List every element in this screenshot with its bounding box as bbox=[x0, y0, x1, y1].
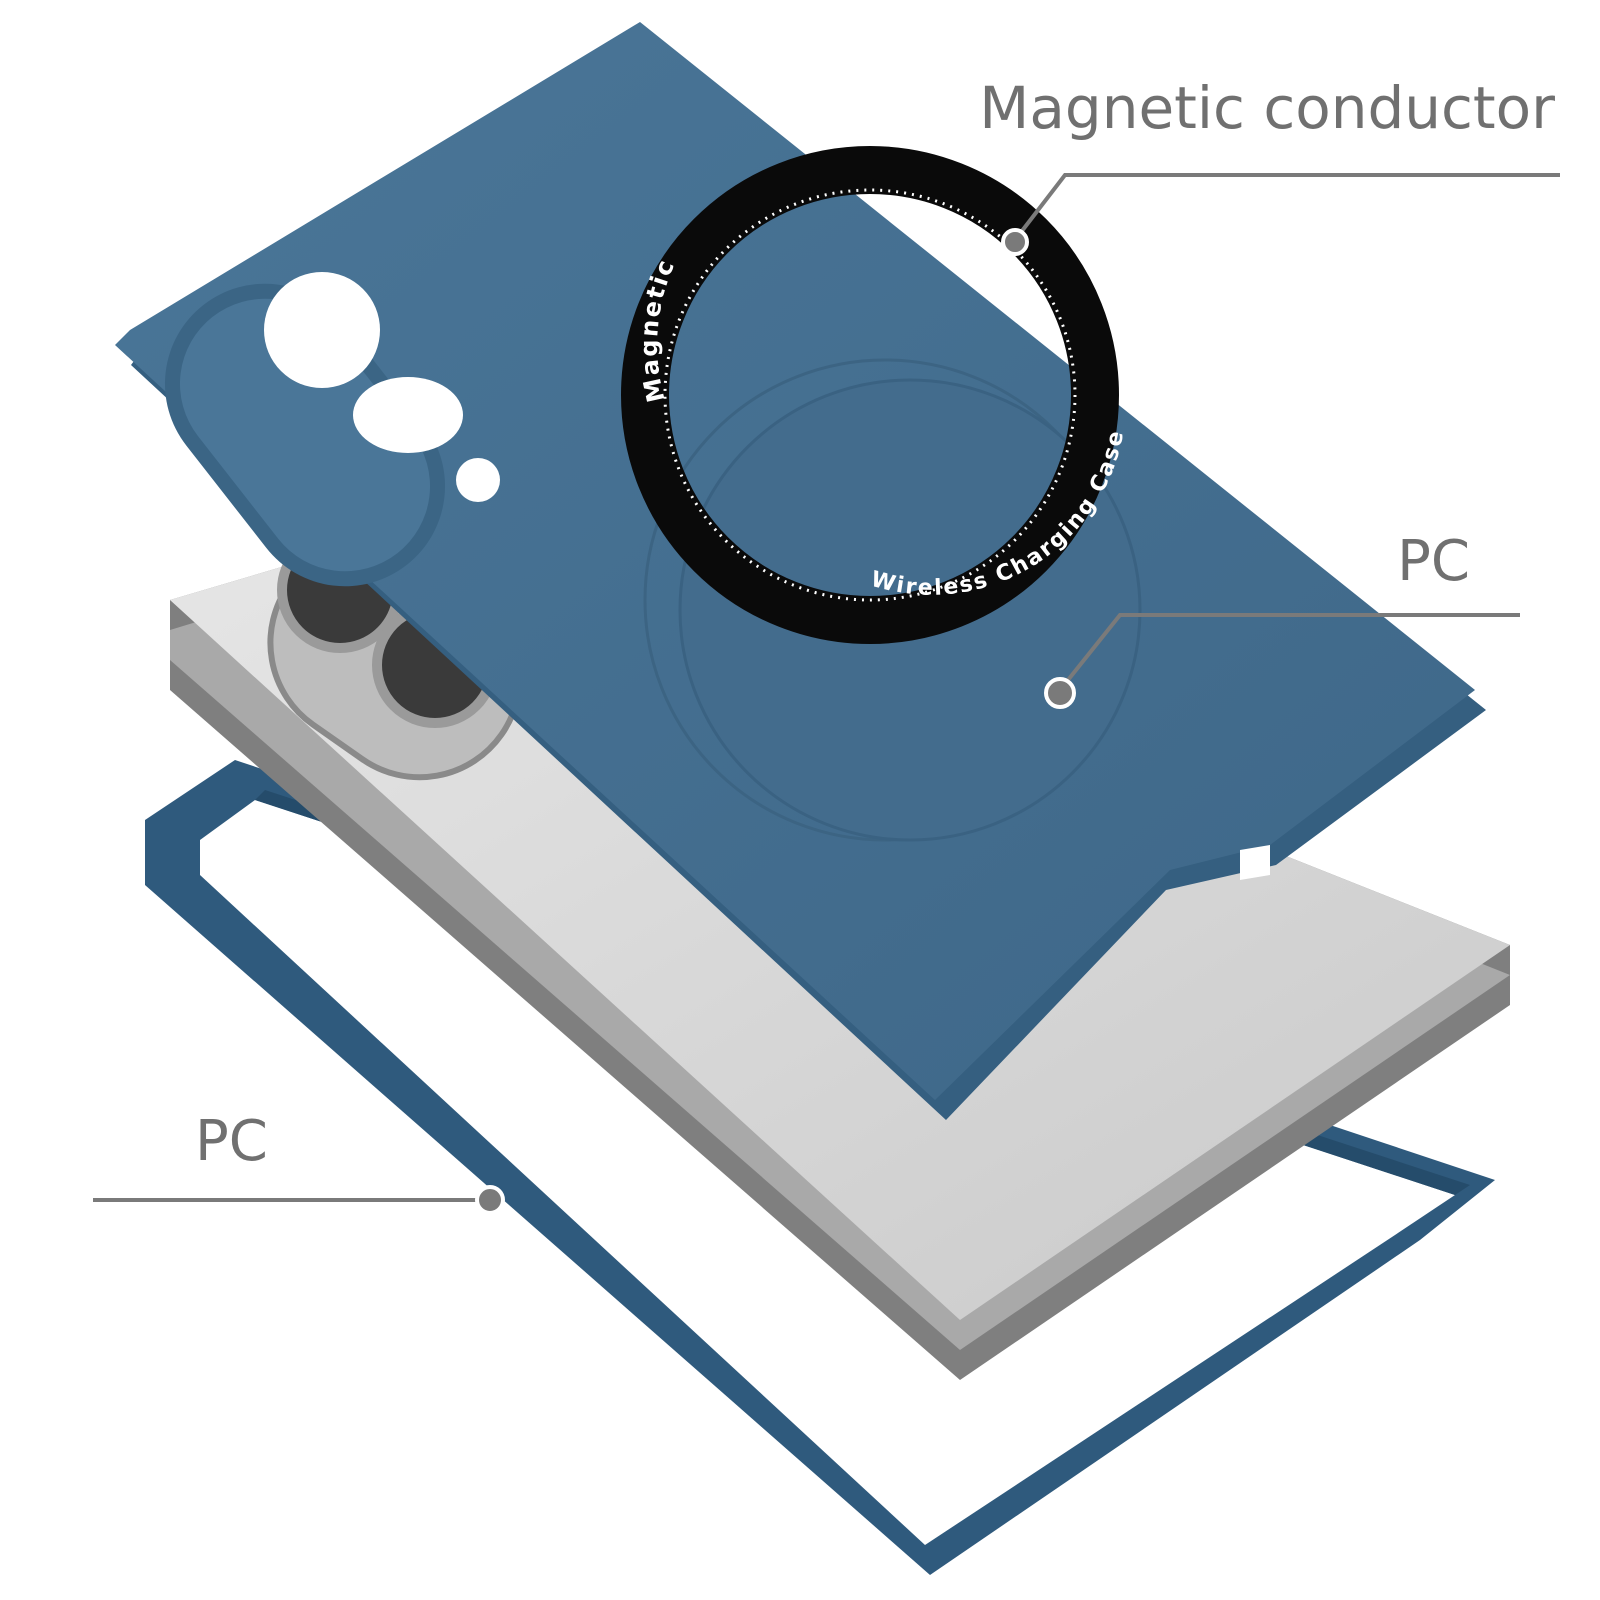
callout-line bbox=[1013, 173, 1560, 242]
callout-dot bbox=[475, 1185, 505, 1215]
camera-cutout-large bbox=[264, 272, 380, 388]
callout-dot bbox=[1001, 228, 1029, 256]
callout-dot bbox=[1044, 677, 1076, 709]
callout-magnetic-conductor: Magnetic conductor bbox=[979, 74, 1560, 256]
callout-pc-back: PC bbox=[1044, 529, 1520, 709]
callout-label-pc-back: PC bbox=[1397, 529, 1470, 594]
camera-cutout-medium bbox=[353, 377, 463, 453]
magnetic-ring-band bbox=[621, 146, 1119, 644]
callout-line bbox=[1058, 613, 1520, 692]
flash-cutout bbox=[456, 458, 500, 502]
callout-label-pc-frame: PC bbox=[195, 1109, 268, 1174]
shell-camera-island bbox=[164, 272, 500, 587]
camera-island-top bbox=[179, 298, 431, 572]
callout-label-magnetic-conductor: Magnetic conductor bbox=[979, 74, 1555, 142]
shell-notch bbox=[1240, 845, 1270, 880]
ring-dotted-line bbox=[663, 188, 1077, 602]
callout-pc-frame: PC bbox=[93, 1109, 505, 1215]
